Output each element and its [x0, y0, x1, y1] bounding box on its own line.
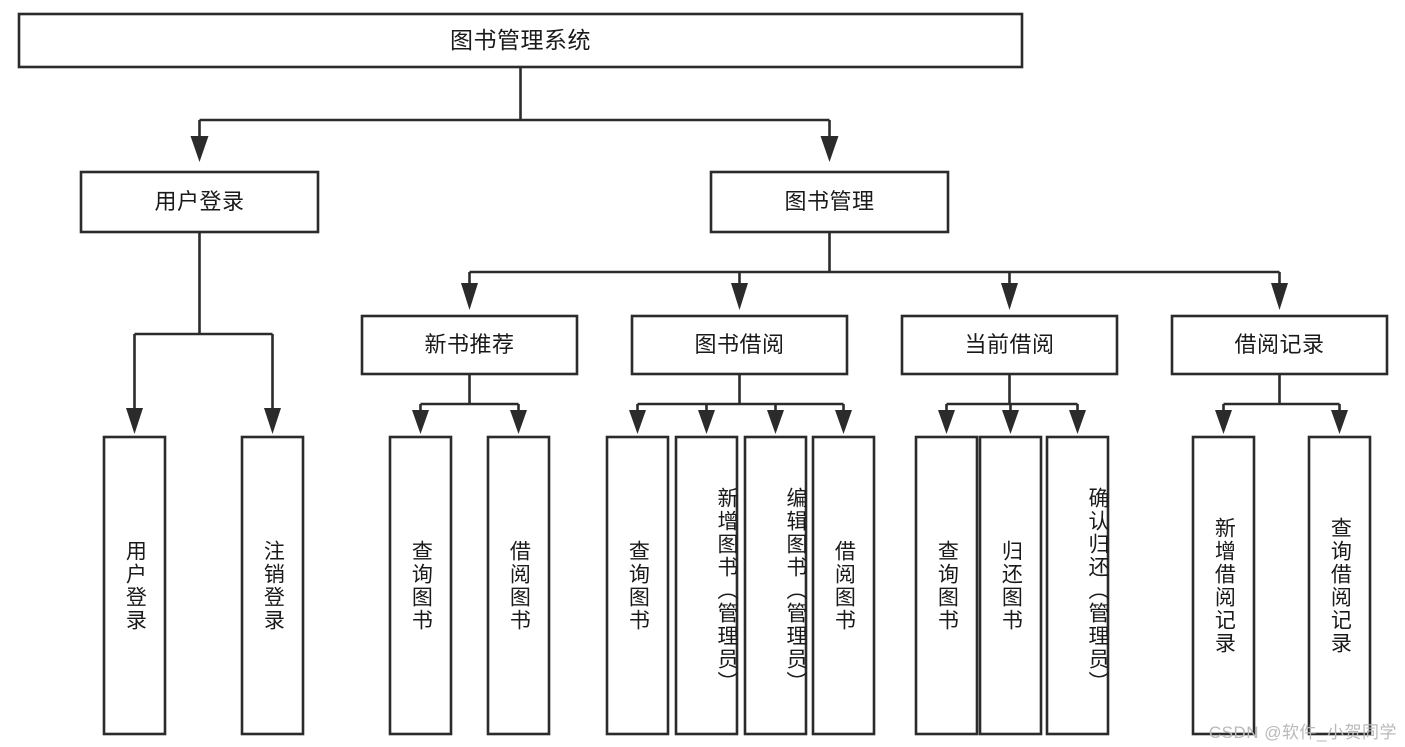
node-book-borrow-box[interactable] [630, 314, 849, 376]
leaf-user-logout-box[interactable] [240, 435, 305, 736]
node-current-borrow-label: 当前借阅 [964, 332, 1054, 357]
leaf-add-record-box[interactable] [1191, 435, 1256, 736]
arrow-current-borrow-leaf-3 [1069, 410, 1086, 434]
arrow-to-new-book [461, 283, 478, 310]
arrow-book-borrow-leaf-3 [767, 410, 784, 434]
node-new-book-recommend[interactable]: 新书推荐 [360, 314, 579, 376]
csdn-watermark: CSDN @软件_小贺同学 [1208, 723, 1397, 742]
leaf-borrow-book-2-box[interactable] [811, 435, 876, 736]
node-new-book-recommend-label: 新书推荐 [424, 332, 514, 357]
node-current-borrow[interactable]: 当前借阅 [900, 314, 1119, 376]
arrow-book-borrow-leaf-4 [835, 410, 852, 434]
node-book-manage[interactable]: 图书管理 [709, 170, 950, 234]
node-user-login-label: 用户登录 [154, 189, 244, 214]
arrow-book-borrow-leaf-2 [698, 410, 715, 434]
node-user-login-box[interactable] [79, 170, 320, 234]
arrow-user-login-leaf-1 [126, 408, 143, 434]
arrow-root-to-book-manage [820, 136, 839, 162]
leaf-query-book-2-box[interactable] [605, 435, 670, 736]
node-book-manage-label: 图书管理 [784, 189, 874, 214]
node-book-borrow[interactable]: 图书借阅 [630, 314, 849, 376]
arrow-borrow-record-leaf-2 [1331, 410, 1348, 434]
node-user-login[interactable]: 用户登录 [79, 170, 320, 234]
node-root[interactable]: 图书管理系统 [17, 12, 1024, 69]
leaf-query-record-box[interactable] [1307, 435, 1372, 736]
arrow-to-book-borrow [731, 283, 748, 310]
leaf-query-book-3-box[interactable] [914, 435, 979, 736]
leaf-user-login-box[interactable] [102, 435, 167, 736]
leaf-return-book-box[interactable] [978, 435, 1043, 736]
arrow-to-borrow-record [1271, 283, 1288, 310]
node-borrow-record[interactable]: 借阅记录 [1170, 314, 1389, 376]
arrow-to-current-borrow [1001, 283, 1018, 310]
arrow-user-login-leaf-2 [264, 408, 281, 434]
arrow-borrow-record-leaf-1 [1215, 410, 1232, 434]
arrow-root-to-user-login [190, 136, 209, 162]
leaf-add-book-box[interactable] [674, 435, 739, 736]
node-borrow-record-box[interactable] [1170, 314, 1389, 376]
leaf-boxes [102, 435, 1372, 736]
leaf-confirm-return-box[interactable] [1045, 435, 1110, 736]
arrow-new-book-leaf-1 [412, 410, 429, 434]
node-root-label: 图书管理系统 [450, 27, 591, 53]
node-current-borrow-box[interactable] [900, 314, 1119, 376]
arrow-new-book-leaf-2 [510, 410, 527, 434]
leaf-edit-book-box[interactable] [743, 435, 808, 736]
arrow-book-borrow-leaf-1 [629, 410, 646, 434]
node-book-manage-box[interactable] [709, 170, 950, 234]
leaf-query-book-1-box[interactable] [388, 435, 453, 736]
leaf-borrow-book-1-box[interactable] [486, 435, 551, 736]
arrow-current-borrow-leaf-2 [1002, 410, 1019, 434]
node-new-book-recommend-box[interactable] [360, 314, 579, 376]
node-root-box[interactable] [17, 12, 1024, 69]
connector-layer [126, 67, 1348, 434]
node-borrow-record-label: 借阅记录 [1234, 332, 1324, 357]
arrow-current-borrow-leaf-1 [938, 410, 955, 434]
node-book-borrow-label: 图书借阅 [694, 332, 784, 357]
